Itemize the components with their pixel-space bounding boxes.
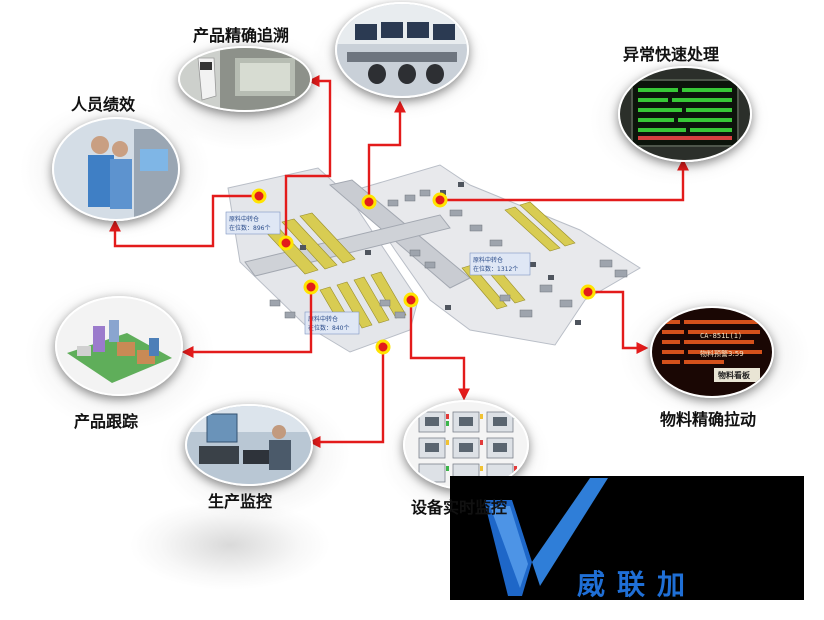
- label-trace: 产品精确追溯: [193, 26, 290, 45]
- map-tag-2: 原料中转仓: [473, 256, 503, 264]
- marker-staff: [251, 188, 267, 204]
- label-equipment: 设备实时监控: [411, 498, 508, 517]
- bubble-trace: [178, 46, 312, 112]
- board-text-3: 物料看板: [718, 370, 751, 380]
- label-tracking: 产品跟踪: [74, 412, 139, 431]
- map-tag-1-sub: 在位数：896个: [229, 224, 270, 232]
- link-monitor: [308, 347, 385, 448]
- marker-material: [580, 284, 596, 300]
- machine-blocks: [269, 189, 628, 319]
- bubble-control-room: [335, 2, 469, 98]
- marker-tracking: [303, 279, 319, 295]
- marker-trace: [278, 235, 294, 251]
- map-tag-3: 原料中转仓: [308, 315, 338, 323]
- logo-text: 威联加: [577, 568, 698, 601]
- racks-left: [261, 212, 407, 334]
- link-equipment: [409, 300, 470, 401]
- location-markers: [251, 188, 596, 355]
- bubble-staff: [52, 117, 180, 221]
- board-text-1: CA-851L(1): [700, 332, 742, 340]
- bubble-monitor: [185, 404, 313, 486]
- board-text-2: 物料预警3:59: [700, 349, 744, 358]
- map-tag-1: 原料中转仓: [229, 215, 259, 223]
- link-monitor-room: [367, 100, 406, 202]
- marker-exception: [432, 192, 448, 208]
- map-tag-3-bg: [304, 311, 360, 335]
- link-trace: [284, 75, 332, 243]
- dark-machines: [300, 182, 581, 325]
- marker-monitor: [375, 339, 391, 355]
- map-tag-3-sub: 在位数：840个: [308, 324, 349, 332]
- glow-lower: [130, 500, 330, 590]
- bubble-tracking: [55, 296, 183, 396]
- label-exception: 异常快速处理: [623, 45, 720, 64]
- link-exception: [440, 158, 689, 202]
- label-staff: 人员绩效: [71, 95, 136, 114]
- marker-monitor-room: [361, 194, 377, 210]
- map-tag-2-bg: [469, 252, 531, 276]
- map-tag-2-sub: 在位数：1312个: [473, 265, 518, 273]
- marker-equipment: [403, 292, 419, 308]
- link-tracking: [181, 287, 313, 358]
- bubble-equipment: [403, 400, 529, 490]
- map-tag-1-bg: [225, 211, 281, 235]
- link-material: [588, 290, 649, 354]
- bubble-material: CA-851L(1) 物料预警3:59 物料看板: [650, 306, 774, 398]
- logo-v-icon: [484, 478, 608, 596]
- label-material: 物料精确拉动: [660, 410, 757, 429]
- link-staff: [109, 194, 259, 248]
- bubble-exception: [618, 66, 752, 162]
- label-monitor: 生产监控: [208, 492, 273, 511]
